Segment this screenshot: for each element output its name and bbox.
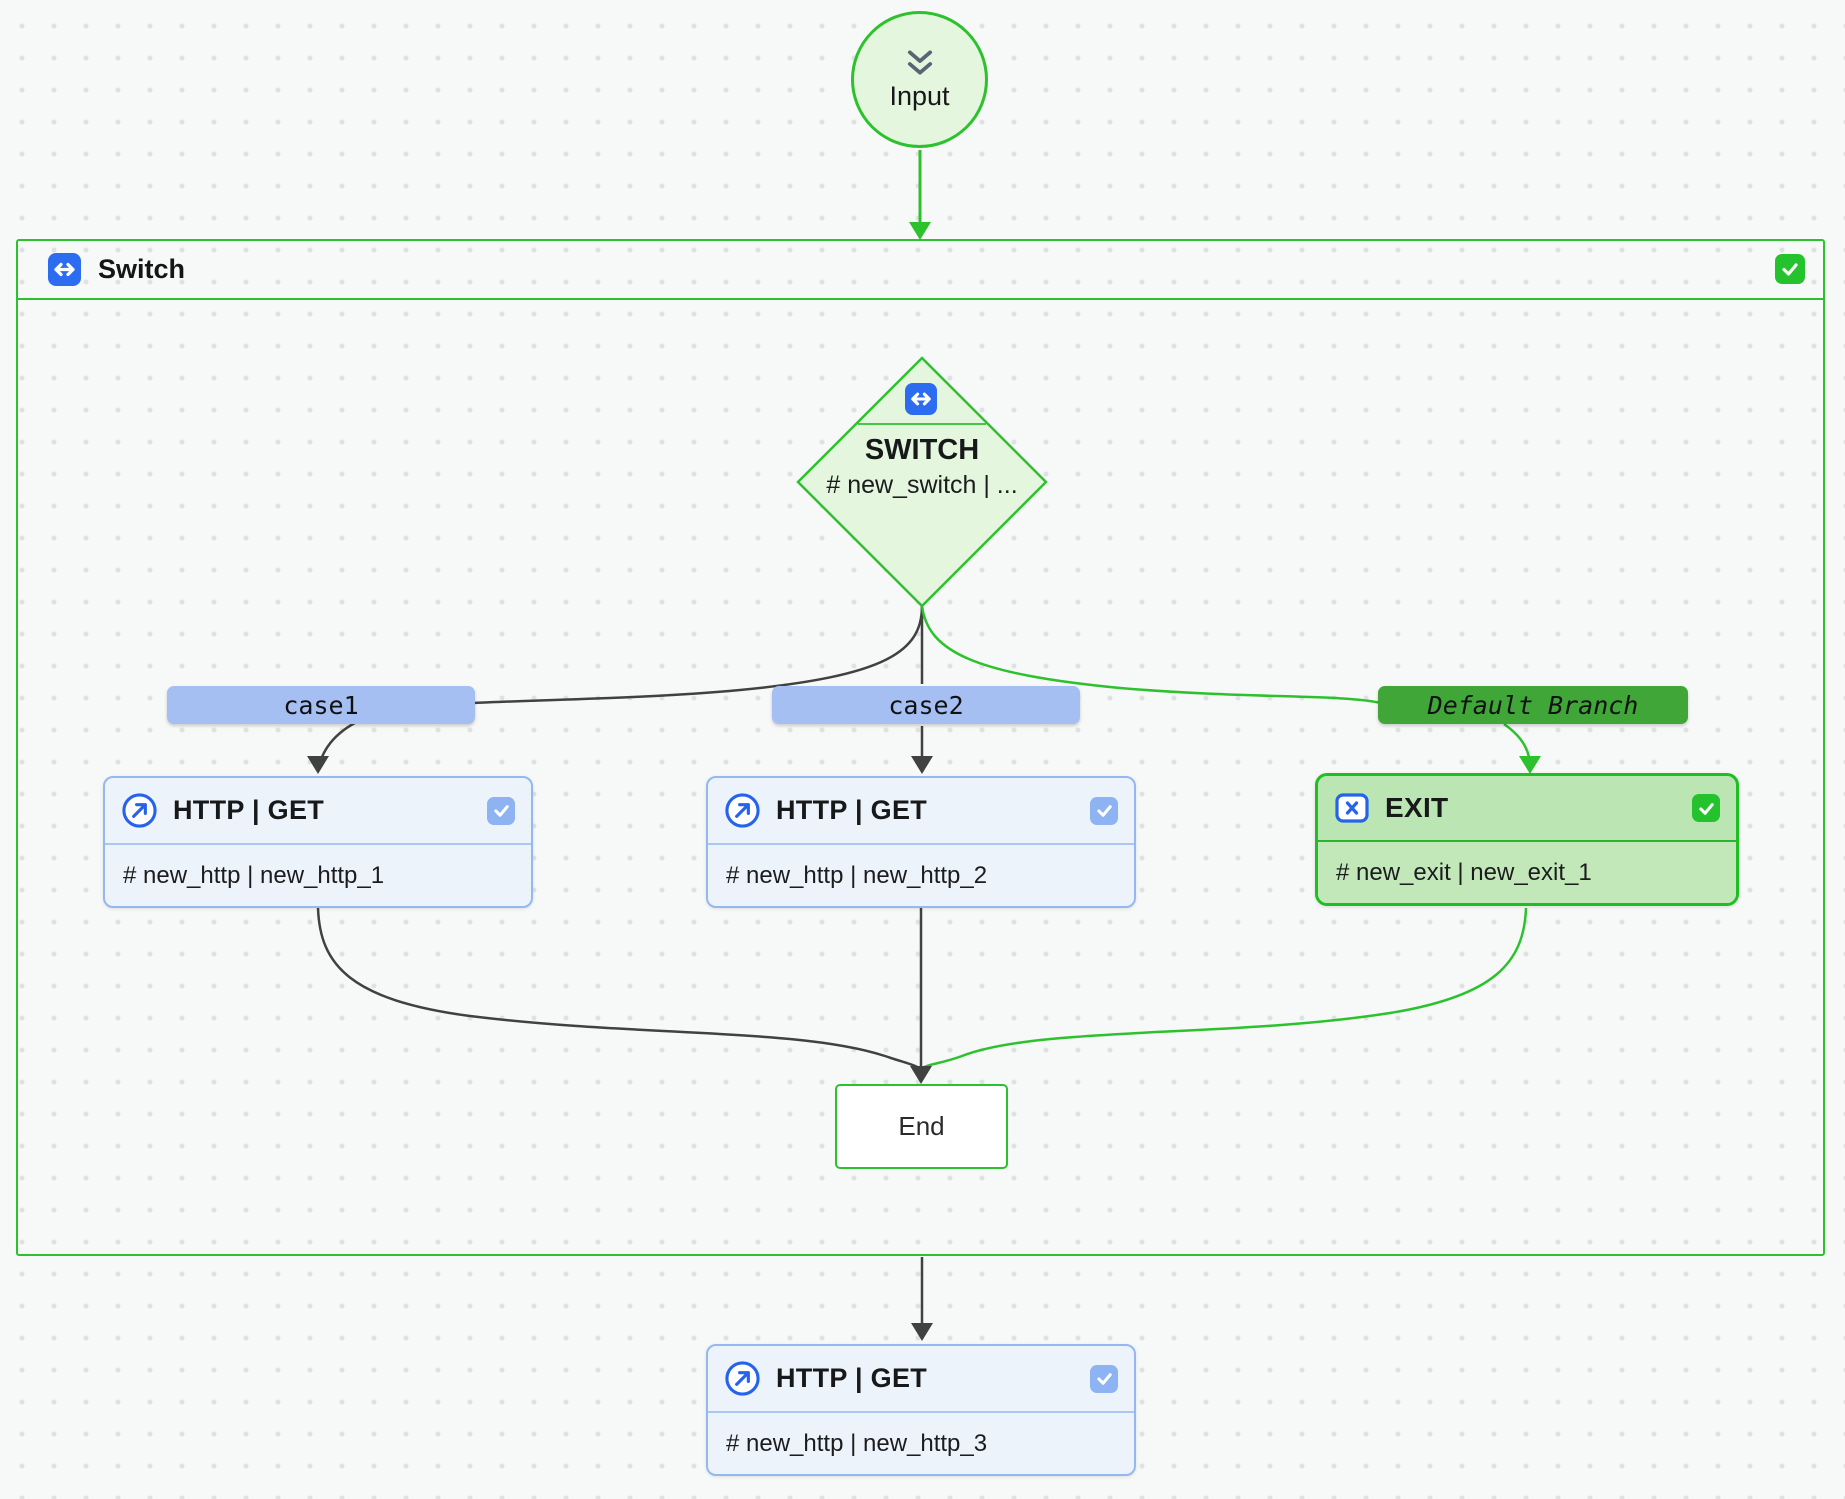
- check-icon: [493, 805, 509, 817]
- arrowhead-case1: [307, 756, 329, 774]
- end-node-label: End: [898, 1111, 945, 1141]
- arrowhead-end: [910, 1066, 932, 1084]
- input-node[interactable]: Input: [851, 11, 988, 148]
- switch-group-container[interactable]: Switch: [16, 239, 1825, 1256]
- edge-http1-to-end: [316, 907, 920, 1070]
- http-node-1-subtitle: # new_http | new_http_1: [123, 861, 385, 889]
- switch-group-header[interactable]: Switch: [18, 241, 1823, 300]
- branch-label-default: Default Branch: [1378, 686, 1688, 724]
- check-icon: [1096, 805, 1112, 817]
- http-node-2-title: HTTP | GET: [776, 795, 928, 825]
- http-node-2-header[interactable]: HTTP | GET: [708, 778, 1134, 845]
- http-arrow-icon: [725, 1361, 760, 1396]
- double-chevron-down-icon: [907, 49, 932, 75]
- http-node-1-header[interactable]: HTTP | GET: [105, 778, 531, 845]
- exit-node-checkbox[interactable]: [1692, 794, 1720, 822]
- http-node-2-checkbox[interactable]: [1090, 796, 1118, 825]
- check-icon: [1096, 1373, 1112, 1385]
- switch-diamond-node[interactable]: [796, 356, 1048, 608]
- edge-switch-to-default: [920, 605, 1382, 705]
- http-arrow-icon: [122, 793, 157, 828]
- exit-node-header[interactable]: EXIT: [1318, 776, 1736, 842]
- branch-label-case1: case1: [167, 686, 475, 724]
- switch-node-subtitle: # new_switch | ...: [826, 471, 1018, 499]
- edge-exit-to-end: [922, 907, 1528, 1070]
- exit-node-subtitle: # new_exit | new_exit_1: [1318, 842, 1736, 903]
- check-icon: [1782, 263, 1798, 276]
- switch-node-title: SWITCH: [864, 434, 980, 466]
- switch-group-checkbox[interactable]: [1775, 254, 1805, 284]
- branch-label-case2: case2: [772, 686, 1080, 724]
- end-node[interactable]: End: [835, 1084, 1008, 1169]
- http-arrow-icon: [725, 793, 760, 828]
- exit-node[interactable]: EXIT # new_exit | new_exit_1: [1315, 773, 1739, 906]
- http-node-1[interactable]: HTTP | GET # new_http | new_http_1: [103, 776, 533, 908]
- http-node-3-title: HTTP | GET: [776, 1363, 928, 1393]
- arrowhead-case2: [911, 756, 933, 774]
- exit-icon: [1335, 793, 1369, 823]
- http-node-1-checkbox[interactable]: [487, 796, 515, 825]
- switch-group-title: Switch: [98, 254, 186, 284]
- check-icon: [1698, 802, 1714, 815]
- http-node-3-header[interactable]: HTTP | GET: [708, 1346, 1134, 1413]
- http-node-2-subtitle: # new_http | new_http_2: [726, 861, 988, 889]
- edge-default-to-exit: [1503, 722, 1531, 758]
- http-node-1-title: HTTP | GET: [173, 795, 325, 825]
- switch-icon: [48, 253, 81, 286]
- input-node-label: Input: [889, 80, 950, 111]
- arrowhead-exit: [1519, 756, 1541, 774]
- http-node-3[interactable]: HTTP | GET # new_http | new_http_3: [706, 1344, 1136, 1476]
- arrowhead-input: [909, 222, 931, 240]
- switch-diamond-icon-wrap: [904, 383, 938, 420]
- arrowhead-http3: [911, 1323, 933, 1341]
- http-node-3-checkbox[interactable]: [1090, 1364, 1118, 1393]
- http-node-2[interactable]: HTTP | GET # new_http | new_http_2: [706, 776, 1136, 908]
- exit-node-title: EXIT: [1385, 792, 1449, 823]
- switch-icon: [905, 383, 937, 415]
- http-node-3-subtitle: # new_http | new_http_3: [726, 1429, 988, 1457]
